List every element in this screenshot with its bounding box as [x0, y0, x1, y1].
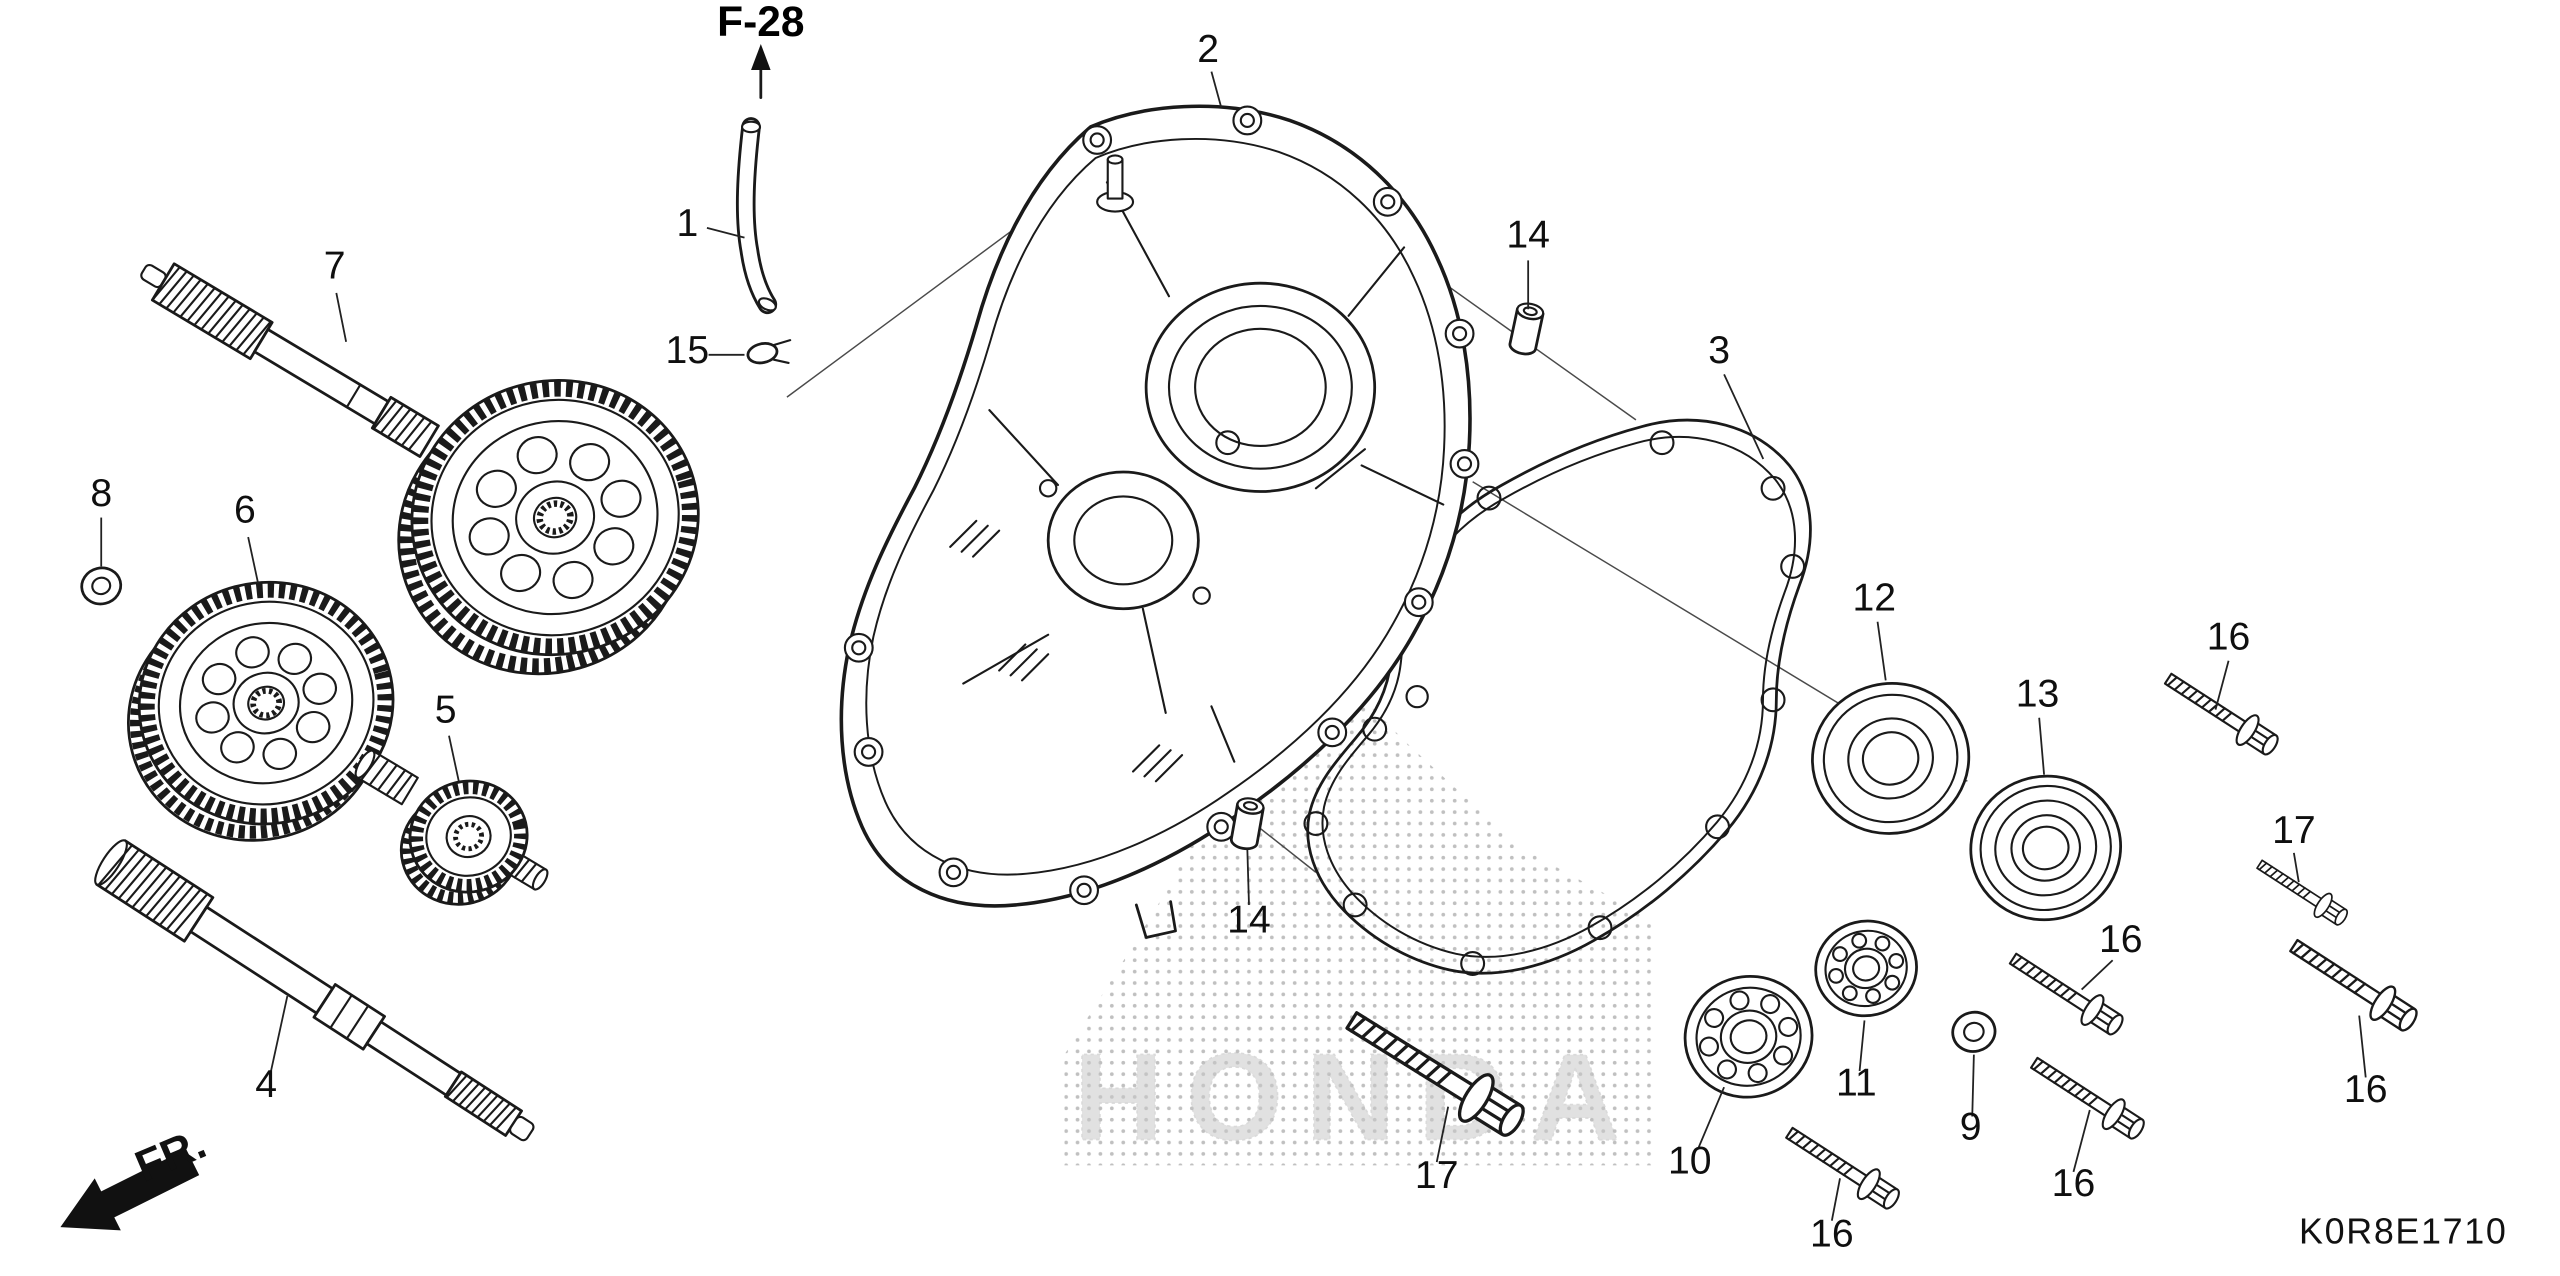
part-14-dowel-pin-bottom [1229, 797, 1265, 851]
callout-3: 3 [1708, 329, 1730, 372]
callout-8: 8 [90, 472, 112, 515]
callout-1: 1 [676, 202, 698, 245]
callout-9: 9 [1960, 1105, 1982, 1148]
part-8-washer [80, 566, 123, 606]
bolt-16-top-right [2157, 663, 2285, 763]
callout-12: 12 [1852, 576, 1896, 619]
callout-4: 4 [255, 1063, 277, 1106]
callout-16-mid-lower: 16 [2052, 1162, 2096, 1205]
bolt-16-bottom [1778, 1117, 1907, 1218]
callout-2: 2 [1197, 28, 1219, 71]
callout-13: 13 [2016, 672, 2060, 715]
part-5-pinion-gear [354, 749, 549, 906]
part-6-counter-gear [127, 580, 395, 842]
part-13-oil-seal [1969, 774, 2123, 922]
final-gear [397, 378, 700, 676]
callout-14-bottom: 14 [1227, 899, 1271, 942]
f28-arrow-head-icon [751, 43, 771, 70]
callout-6: 6 [234, 488, 256, 531]
part-15-tube-clip [746, 339, 792, 365]
callout-7: 7 [324, 244, 346, 287]
bolt-17-right [2251, 851, 2354, 932]
part-4-drive-shaft [94, 839, 535, 1142]
callout-17-right: 17 [2272, 809, 2316, 852]
fr-arrow-icon [60, 1149, 200, 1231]
watermark-text: HONDA [1074, 1028, 1643, 1166]
callout-labels: 1 2 3 4 5 6 7 8 9 10 11 12 13 14 14 15 1… [90, 28, 2387, 1256]
part-14-dowel-pin-top [1508, 302, 1545, 356]
callout-15: 15 [666, 329, 710, 372]
case-hatching [949, 519, 1184, 783]
callout-10: 10 [1668, 1140, 1712, 1183]
callout-14-top: 14 [1506, 213, 1550, 256]
part-7-final-gear-shaft [140, 262, 700, 676]
bolt-16-right-lower [2282, 928, 2425, 1040]
part-10-ball-bearing [1683, 974, 1814, 1099]
part-12-ball-bearing [1811, 681, 1971, 835]
f28-reference: F-28 [717, 0, 804, 100]
callout-16-top-right: 16 [2207, 615, 2251, 658]
callout-16-right-lower: 16 [2344, 1068, 2388, 1111]
bolt-16-mid-lower [2023, 1047, 2152, 1148]
callout-16-middle: 16 [2099, 918, 2143, 961]
part-9-washer [1951, 1010, 1997, 1053]
callout-17-bottom-left: 17 [1415, 1154, 1459, 1197]
f28-reference-label: F-28 [717, 0, 804, 45]
callout-16-bottom: 16 [1810, 1213, 1854, 1256]
part-1-breather-tube [735, 117, 778, 315]
callout-5: 5 [435, 689, 457, 732]
gasket-bolt-holes [1303, 430, 1806, 976]
case-bottom-tab [1134, 900, 1177, 939]
part-2-transmission-case [839, 104, 1480, 939]
callout-11: 11 [1836, 1061, 1877, 1104]
diagram-code: K0R8E1710 [2299, 1211, 2507, 1251]
leader-lines [100, 71, 2367, 1221]
part-11-ball-bearing [1814, 919, 1918, 1018]
case-breather-fitting [1096, 154, 1135, 213]
case-bolt-bosses [843, 105, 1480, 906]
fr-direction-arrow: FR. [60, 1119, 213, 1231]
